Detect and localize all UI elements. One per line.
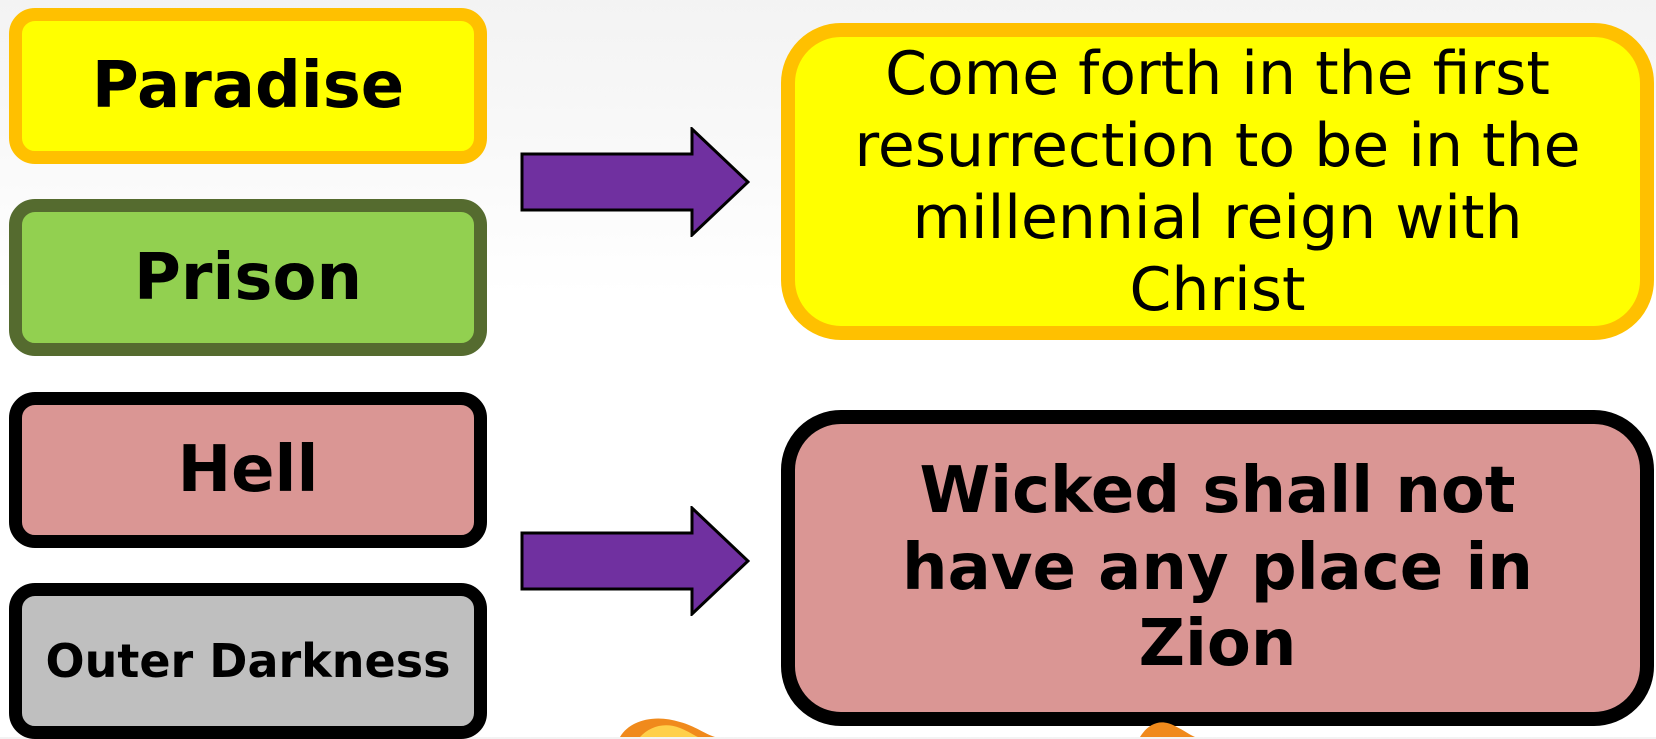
outer-darkness-label: Outer Darkness — [45, 634, 451, 688]
paradise-box: Paradise — [9, 8, 487, 164]
paradise-label: Paradise — [91, 49, 405, 123]
hell-label: Hell — [177, 433, 319, 507]
right-arrow-icon — [520, 506, 750, 616]
right-arrow-icon — [520, 127, 750, 237]
hell-box: Hell — [9, 392, 487, 548]
flames-image — [620, 718, 1195, 737]
wicked-box: Wicked shall not have any place in Zion — [781, 410, 1654, 726]
wicked-text: Wicked shall not have any place in Zion — [902, 453, 1533, 682]
first-resurrection-box: Come forth in the first resurrection to … — [781, 23, 1654, 340]
prison-label: Prison — [133, 240, 363, 315]
outer-darkness-box: Outer Darkness — [9, 583, 487, 739]
prison-box: Prison — [9, 199, 487, 356]
first-resurrection-text: Come forth in the first resurrection to … — [854, 38, 1581, 325]
